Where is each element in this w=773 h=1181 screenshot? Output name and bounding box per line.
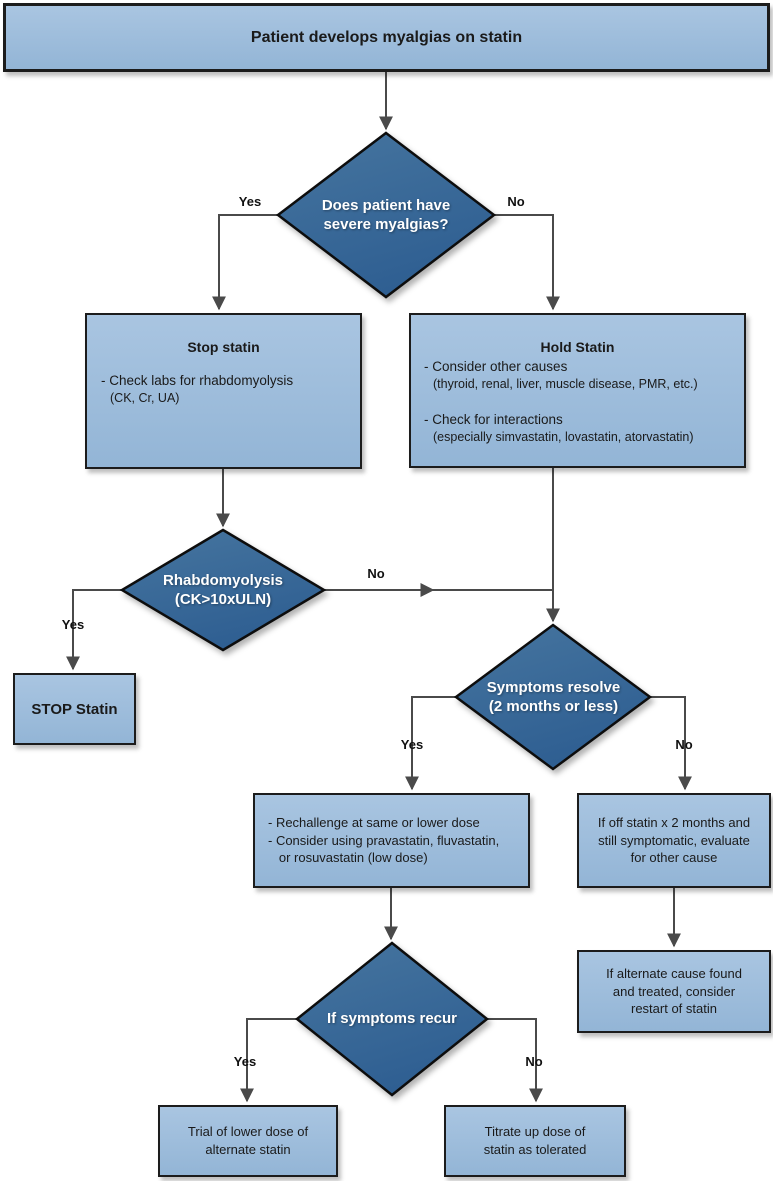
hold-statin-body: - Consider other causes (thyroid, renal,… <box>411 359 744 445</box>
hold-statin-item-main: - Check for interactions <box>424 412 563 428</box>
edge-label-rhabdo-no: No <box>367 566 385 581</box>
rechallenge-node: - Rechallenge at same or lower dose - Co… <box>253 793 530 888</box>
stop-statin-node: Stop statin - Check labs for rhabdomyoly… <box>85 313 362 469</box>
hold-statin-item-sub: (thyroid, renal, liver, muscle disease, … <box>433 377 698 392</box>
decision-severe-myalgias-label: Does patient have severe myalgias? <box>321 196 451 234</box>
titrate-up-node: Titrate up dose of statin as tolerated <box>444 1105 626 1177</box>
decision-rhabdomyolysis-label: Rhabdomyolysis (CK>10xULN) <box>162 571 284 609</box>
stop-statin-item-sub: (CK, Cr, UA) <box>110 391 180 406</box>
edge-resolve-yes <box>405 696 456 791</box>
hold-statin-heading: Hold Statin <box>540 339 615 355</box>
edge-label-recur-no: No <box>525 1054 543 1069</box>
stop-statin-heading: Stop statin <box>187 339 260 355</box>
decision-severe-myalgias-shape <box>275 131 497 299</box>
start-node: Patient develops myalgias on statin <box>3 3 770 72</box>
edge-recur-no <box>487 1018 543 1103</box>
edge-label-resolve-no: No <box>675 737 693 752</box>
stop-statin-item: - Check labs for rhabdomyolysis <box>101 373 294 388</box>
hold-statin-item-main: - Consider other causes <box>424 359 568 374</box>
decision-symptoms-recur-label: If symptoms recur <box>326 1010 458 1028</box>
decision-symptoms-recur-shape <box>294 941 490 1097</box>
edge-recur-yes <box>240 1018 297 1103</box>
stop-statin-final-label: STOP Statin <box>31 700 118 718</box>
stop-statin-body: - Check labs for rhabdomyolysis (CK, Cr,… <box>87 373 360 406</box>
decision-symptoms-resolve-label: Symptoms resolve (2 months or less) <box>486 678 621 716</box>
hold-statin-item-sub: (especially simvastatin, lovastatin, ato… <box>433 430 694 445</box>
decision-symptoms-resolve-shape <box>453 623 653 771</box>
edge-rhabdo-yes <box>66 589 122 671</box>
edge-resolve-no <box>650 696 692 791</box>
edge-severe-no <box>494 214 560 311</box>
hold-statin-item: - Consider other causes (thyroid, renal,… <box>424 359 738 392</box>
stop-statin-final-node: STOP Statin <box>13 673 136 745</box>
start-node-label: Patient develops myalgias on statin <box>250 28 523 46</box>
edge-label-resolve-yes: Yes <box>400 737 424 752</box>
decision-rhabdomyolysis-shape <box>119 528 327 652</box>
rechallenge-node-text: - Rechallenge at same or lower dose - Co… <box>268 815 500 866</box>
off-statin-evaluate-node: If off statin x 2 months and still sympt… <box>577 793 771 888</box>
edge-label-rhabdo-yes: Yes <box>61 617 85 632</box>
edge-label-severe-no: No <box>507 194 525 209</box>
edge-label-recur-yes: Yes <box>233 1054 257 1069</box>
edge-label-severe-yes: Yes <box>238 194 262 209</box>
hold-statin-node: Hold Statin - Consider other causes (thy… <box>409 313 746 468</box>
alternate-cause-restart-node: If alternate cause found and treated, co… <box>577 950 771 1033</box>
trial-lower-dose-node: Trial of lower dose of alternate statin <box>158 1105 338 1177</box>
hold-statin-item: - Check for interactions (especially sim… <box>424 412 738 445</box>
edge-severe-yes <box>212 214 278 311</box>
